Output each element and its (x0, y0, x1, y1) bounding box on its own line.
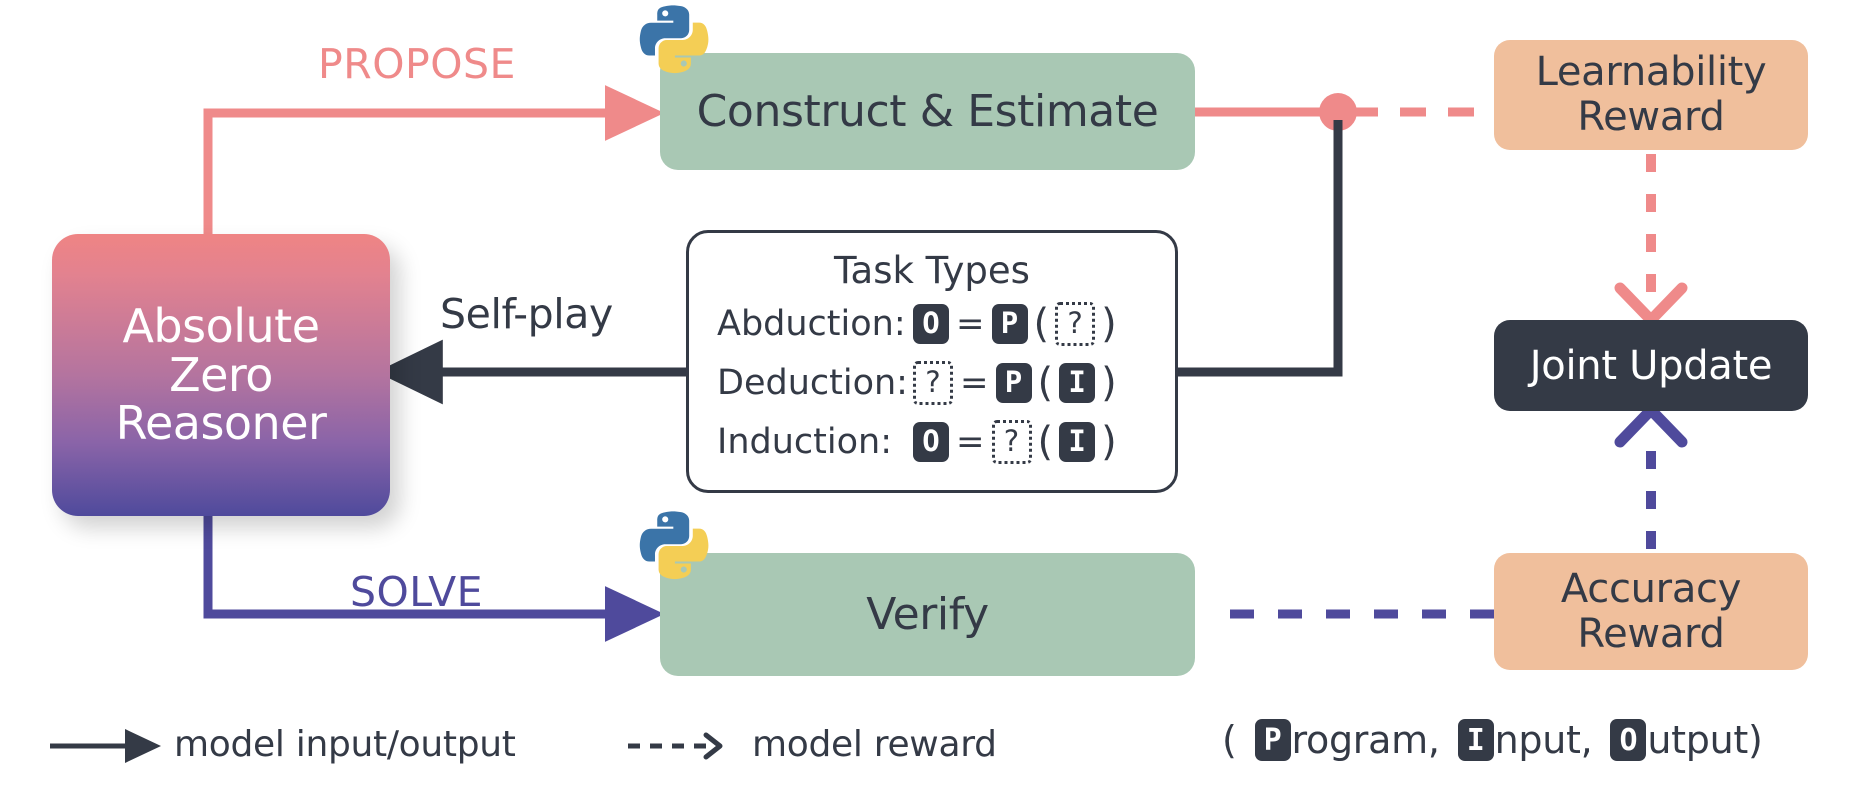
task-type-expression: O = P ( ? ) (913, 301, 1118, 347)
task-types-title: Task Types (834, 249, 1030, 292)
legend-label-model-reward: model reward (752, 724, 997, 765)
token-output: O (913, 421, 949, 462)
tuple-paren-open: ( (1222, 718, 1237, 762)
program-rest: rogram, (1291, 718, 1440, 762)
edge-label-selfplay: Self-play (440, 290, 613, 338)
azr-label: Absolute Zero Reasoner (115, 298, 327, 451)
task-types-card: Task Types Abduction: O = P ( ? ) Deduct… (686, 230, 1178, 493)
paren-close: ) (1101, 300, 1117, 347)
construct-estimate-label: Construct & Estimate (696, 86, 1159, 137)
token-input: I (1059, 421, 1096, 462)
task-type-row: Induction: O = ? ( I ) (689, 412, 1175, 471)
token-input: I (1457, 719, 1494, 761)
token-output: O (1610, 719, 1647, 761)
azr-line1: Absolute (122, 298, 320, 353)
token-output: O (913, 303, 949, 344)
token-program: P (1254, 719, 1291, 761)
input-rest: nput, (1494, 718, 1593, 762)
paren-open: ( (1037, 418, 1054, 465)
node-verify[interactable]: Verify (660, 553, 1195, 676)
azr-line3: Reasoner (115, 396, 327, 451)
edge-solve (203, 516, 665, 642)
token-program: P (991, 303, 1028, 344)
accuracy-line2: Reward (1577, 610, 1725, 657)
paren-open: ( (1033, 300, 1050, 347)
legend-item-model-io: model input/output (48, 724, 516, 765)
learnability-line2: Reward (1577, 94, 1725, 140)
python-logo-icon (638, 508, 710, 580)
token-unknown: ? (991, 419, 1032, 464)
node-absolute-zero-reasoner[interactable]: Absolute Zero Reasoner (52, 234, 390, 516)
solid-arrow-icon (50, 728, 161, 763)
paren-open: ( (1037, 359, 1054, 406)
node-learnability-reward[interactable]: Learnability Reward (1494, 40, 1808, 150)
task-type-row: Abduction: O = P ( ? ) (689, 294, 1175, 353)
arrowhead-learnability-to-joint (1614, 282, 1688, 326)
edge-propose (203, 85, 665, 234)
task-type-name: Induction: (717, 421, 892, 462)
token-program: P (995, 362, 1032, 403)
accuracy-reward-label: Accuracy Reward (1560, 565, 1742, 657)
accuracy-line1: Accuracy (1560, 565, 1742, 612)
equals-sign: = (956, 303, 985, 344)
legend-label-model-io: model input/output (174, 724, 516, 765)
task-type-name: Deduction: (717, 362, 908, 403)
edge-label-propose: PROPOSE (318, 40, 516, 88)
task-type-name: Abduction: (717, 303, 906, 344)
task-type-expression: ? = P ( I ) (913, 360, 1118, 406)
equals-sign: = (956, 421, 985, 462)
paren-close: ) (1101, 418, 1117, 465)
token-unknown: ? (1055, 301, 1096, 346)
verify-label: Verify (866, 589, 989, 640)
token-input: I (1059, 362, 1096, 403)
dashed-arrow-icon (628, 732, 723, 759)
task-type-row: Deduction: ? = P ( I ) (689, 353, 1175, 412)
node-accuracy-reward[interactable]: Accuracy Reward (1494, 553, 1808, 670)
legend-item-model-reward: model reward (626, 724, 997, 765)
paren-close: ) (1101, 359, 1117, 406)
equals-sign: = (960, 362, 989, 403)
token-unknown: ? (913, 360, 953, 405)
learnability-line1: Learnability (1535, 49, 1767, 96)
arrowhead-accuracy-to-joint (1614, 404, 1688, 448)
junction-dot (1319, 93, 1357, 131)
learnability-reward-label: Learnability Reward (1536, 50, 1767, 140)
joint-update-label: Joint Update (1529, 342, 1773, 389)
azr-line2: Zero (169, 347, 273, 402)
edge-label-solve: SOLVE (350, 568, 484, 616)
node-joint-update[interactable]: Joint Update (1494, 320, 1808, 411)
node-construct-estimate[interactable]: Construct & Estimate (660, 53, 1195, 170)
output-rest: utput) (1647, 718, 1763, 762)
python-logo-icon (638, 2, 710, 74)
task-type-expression: O = ? ( I ) (913, 419, 1118, 465)
edge-junction-to-tasktypes (1178, 120, 1343, 377)
